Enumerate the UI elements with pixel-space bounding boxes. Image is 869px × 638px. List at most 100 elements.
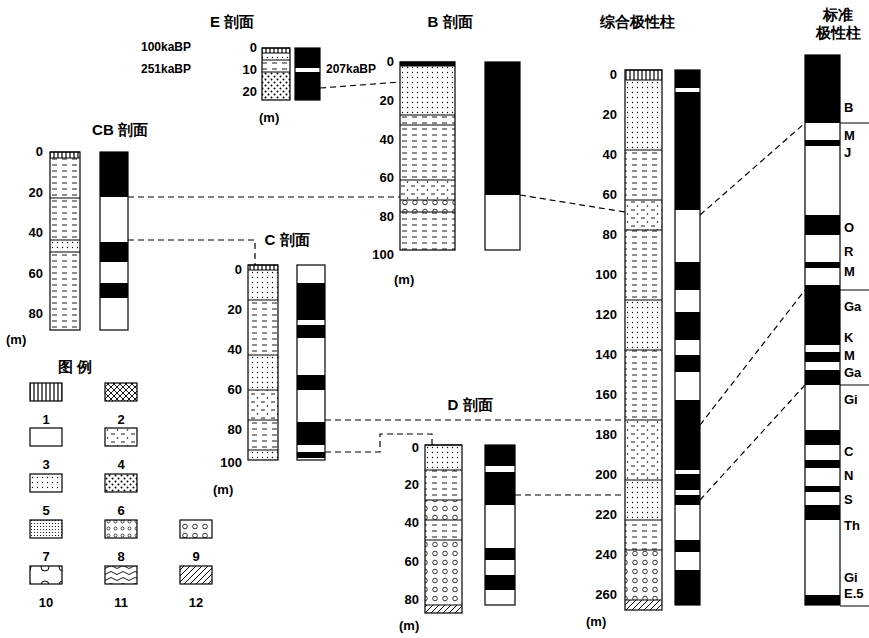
legend-number: 5 — [41, 504, 50, 518]
layer-boundary — [425, 470, 462, 471]
chron-name: J — [843, 146, 852, 160]
normal-polarity — [805, 352, 840, 362]
unit-label: (m) — [5, 333, 27, 347]
normal-polarity — [805, 460, 840, 468]
legend-sample — [30, 474, 62, 492]
lithology-band — [625, 300, 662, 350]
layer-boundary — [625, 350, 662, 351]
layer-boundary — [425, 540, 462, 541]
polarity-column — [485, 445, 515, 605]
lithology-band — [262, 60, 290, 72]
chron-name: C — [843, 445, 854, 459]
layer-boundary — [625, 200, 662, 201]
layer-boundary — [425, 500, 462, 501]
normal-polarity — [297, 325, 325, 338]
lithology-band — [400, 66, 455, 115]
normal-polarity — [805, 430, 840, 445]
depth-tick: 60 — [227, 383, 243, 397]
depth-tick: 10 — [242, 63, 258, 77]
normal-polarity — [485, 548, 515, 560]
chron-name: M — [843, 129, 856, 143]
lithology-band — [625, 480, 662, 520]
depth-tick: 40 — [28, 226, 44, 240]
normal-polarity — [295, 72, 320, 100]
age-label: 100kaBP — [140, 41, 192, 54]
lithology-band — [262, 48, 290, 53]
chron-name: O — [843, 221, 855, 235]
legend-sample — [30, 383, 62, 401]
depth-tick: 80 — [404, 593, 420, 607]
normal-polarity — [805, 595, 840, 605]
correlation-line — [700, 123, 805, 215]
normal-polarity — [805, 215, 840, 235]
lithology-band — [50, 252, 80, 330]
layer-boundary — [625, 520, 662, 521]
lithology-band — [625, 550, 662, 600]
legend-number: 11 — [113, 596, 129, 610]
layer-boundary — [248, 300, 278, 301]
section-column: 标准 极性柱 — [805, 55, 840, 605]
chron-name: Th — [843, 519, 861, 533]
section-column: D 剖面 — [425, 445, 515, 605]
layer-boundary — [400, 115, 455, 116]
legend-sample — [30, 520, 62, 538]
depth-tick: 140 — [594, 348, 618, 362]
correlation-line — [325, 419, 625, 420]
legend-number: 10 — [38, 596, 54, 610]
lithology-band — [425, 520, 462, 540]
lithology-band — [625, 230, 662, 300]
lithology-band — [50, 152, 80, 158]
boundary-tick — [840, 385, 869, 386]
legend-number: 12 — [188, 596, 204, 610]
legend-number: 9 — [191, 550, 200, 564]
legend-number: 1 — [41, 413, 50, 427]
section-column: C 剖面 — [248, 265, 325, 460]
layer-boundary — [625, 150, 662, 151]
depth-tick: 0 — [411, 441, 420, 455]
depth-tick: 260 — [594, 588, 618, 602]
lithology-band — [625, 150, 662, 200]
layer-boundary — [400, 66, 455, 67]
normal-polarity — [100, 283, 128, 298]
depth-tick: 60 — [602, 188, 618, 202]
section-column: CB 剖面 — [50, 152, 128, 330]
layer-boundary — [50, 252, 80, 253]
lithology-band — [425, 540, 462, 605]
polarity-column — [485, 62, 520, 250]
section-title: B 剖面 — [427, 14, 474, 31]
lithology-band — [625, 420, 662, 480]
correlation-line — [700, 290, 805, 425]
chron-name: S — [843, 493, 854, 507]
layer-boundary — [50, 240, 80, 241]
polarity-column — [295, 48, 320, 100]
depth-tick: 160 — [594, 388, 618, 402]
normal-polarity — [805, 505, 840, 520]
normal-polarity — [295, 48, 320, 68]
chron-name: K — [843, 331, 854, 345]
layer-boundary — [425, 605, 462, 606]
normal-polarity — [675, 474, 700, 490]
chron-name: R — [843, 245, 854, 259]
layer-boundary — [262, 53, 290, 54]
boundary-tick — [840, 606, 869, 607]
section-column: E 剖面 — [262, 48, 320, 100]
lithology-column — [425, 445, 462, 613]
lithology-band — [400, 180, 455, 200]
lithology-band — [625, 200, 662, 230]
layer-boundary — [425, 520, 462, 521]
lithology-band — [248, 420, 278, 450]
section-column: 综合极性柱 — [625, 70, 700, 605]
depth-tick: 100 — [371, 248, 395, 262]
polarity-column — [100, 152, 128, 330]
lithology-band — [625, 80, 662, 150]
lithology-band — [425, 470, 462, 500]
normal-polarity — [675, 355, 700, 372]
layer-boundary — [50, 158, 80, 159]
layer-boundary — [625, 300, 662, 301]
legend-sample — [30, 566, 62, 584]
unit-label: (m) — [393, 273, 415, 287]
legend-sample — [105, 474, 137, 492]
depth-tick: 0 — [249, 41, 258, 55]
correlation-line — [128, 240, 255, 265]
